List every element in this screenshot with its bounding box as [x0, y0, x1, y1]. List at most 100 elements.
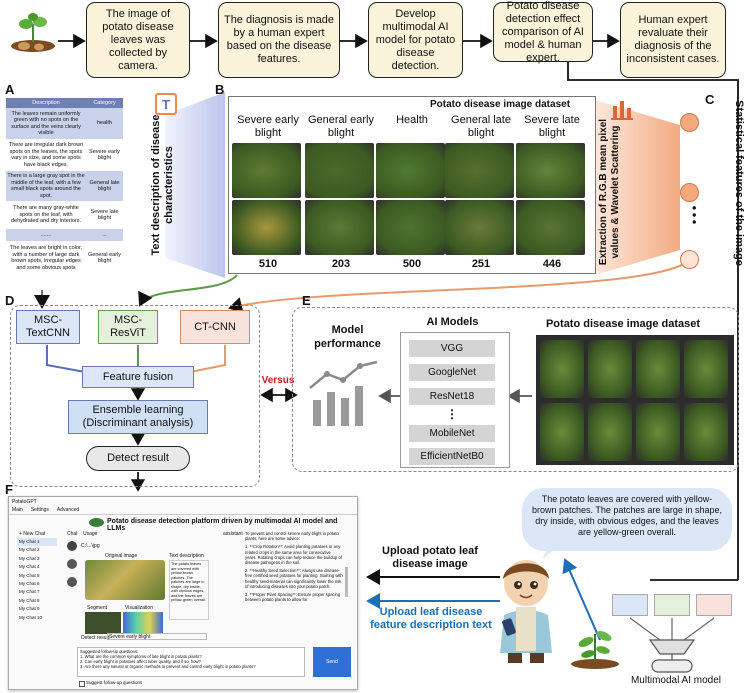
chat-list-item[interactable]: My Chat 2 — [19, 547, 40, 553]
fusion-in-1 — [46, 345, 86, 373]
mm-network-icon — [629, 617, 715, 673]
row-category: Severe early blight — [89, 148, 120, 162]
panel-b-frame — [228, 96, 596, 274]
model-vgg: VGG — [409, 340, 495, 357]
mm-arrow — [562, 558, 601, 641]
suggestion-item[interactable]: 1. What are the common symptoms of late … — [80, 654, 202, 659]
user-avatar — [67, 541, 77, 551]
chat-list-item[interactable]: My Chat 9 — [19, 606, 40, 612]
leaf-image — [445, 143, 514, 198]
header-description: Description — [32, 99, 60, 106]
class-label: Health — [396, 114, 428, 126]
leaf-image — [516, 143, 585, 198]
app-header: Potato disease detection platform driven… — [107, 518, 338, 532]
class-label: General late blight — [451, 114, 511, 139]
ct-cnn-box: CT-CNN — [180, 310, 250, 344]
chat-list-item[interactable]: My Chat 6 — [19, 581, 40, 587]
row-description: The leaves are bright in color, with a n… — [9, 245, 83, 271]
image-to-resvit-arrow — [138, 274, 238, 307]
panel-a-label: A — [5, 82, 15, 97]
potato-plant-icon — [11, 13, 55, 52]
table-row: The leaves are bright in color, with a n… — [6, 241, 123, 275]
new-chat-button[interactable]: + New Chat — [19, 531, 46, 537]
panel-d-label: D — [5, 293, 15, 308]
e-leaf-image — [684, 403, 728, 461]
chat-list-item[interactable]: My Chat 7 — [19, 589, 40, 595]
detect-result-box: Detect result — [86, 446, 190, 471]
model-googlenet: GoogleNet — [409, 364, 495, 381]
suggestions-title: Suggested follow-up questions: — [80, 649, 139, 654]
panel-d-frame — [10, 305, 260, 487]
e-leaf-image — [588, 403, 632, 461]
text-document-icon: T — [155, 93, 177, 115]
class-count: 251 — [471, 258, 491, 270]
performance-chart-icon — [309, 360, 378, 426]
class-label: Severe late blight — [524, 114, 580, 139]
chat-list-item[interactable]: My Chat 5 — [19, 572, 40, 578]
flow-step-comparison: Potato disease detection effect comparis… — [493, 0, 593, 64]
chat-list-item[interactable]: My Chat 10 — [19, 614, 43, 620]
chat-list-item[interactable]: My Chat 8 — [19, 597, 40, 603]
flow-step-develop-model: Develop multimodal AI model for potato d… — [368, 2, 463, 78]
chat-list-item[interactable]: My Chat 1 — [17, 538, 57, 547]
visualization-heatmap — [123, 612, 163, 634]
tab-settings[interactable]: Settings — [30, 507, 49, 513]
table-row: There is a large gray spot in the middle… — [6, 171, 123, 201]
suggestions-box: Suggested follow-up questions: 1. What a… — [77, 647, 305, 677]
mm-input-pink — [696, 594, 732, 616]
versus-label: Versus — [261, 375, 295, 386]
suggestion-item[interactable]: 3. Are there any natural or organic meth… — [80, 664, 256, 669]
e-leaf-image — [636, 403, 680, 461]
scrollbar[interactable] — [345, 567, 348, 597]
msc-textcnn-box: MSC-TextCNN — [16, 310, 80, 344]
mm-label: Multimodal AI model — [630, 675, 722, 686]
class-count: 203 — [331, 258, 351, 270]
suggest-checkbox-label: Suggest follow-up questions — [86, 680, 143, 685]
tab-advanced[interactable]: Advanced — [56, 507, 80, 513]
col-chat: Chat — [67, 531, 78, 537]
answer-intro: To prevent and control severe early blig… — [245, 531, 339, 542]
row-description: There is a large gray spot in the middle… — [7, 173, 85, 199]
suggest-checkbox[interactable] — [79, 681, 85, 687]
app-title: PotatoGPT — [12, 499, 37, 505]
leaf-image — [232, 143, 301, 198]
feature-ellipsis: ● ● ● — [690, 205, 699, 225]
model-ellipsis: ⋮ — [446, 406, 458, 421]
e-leaf-image — [588, 340, 632, 398]
row-category: Severe late blight — [90, 208, 119, 222]
model-mobilenet: MobileNet — [409, 425, 495, 442]
row-category: General late blight — [89, 179, 120, 193]
table-row: There are irregular dark brown spots on … — [6, 139, 123, 171]
leaf-image — [232, 200, 301, 255]
extraction-label: Extraction of R.G.B mean pixel values & … — [598, 118, 621, 266]
text-description-box: The potato leaves are covered with yello… — [169, 560, 209, 620]
fusion-in-3 — [189, 345, 226, 373]
e-leaf-image — [636, 340, 680, 398]
description-table: Description Category The leaves remain u… — [6, 98, 123, 275]
leaf-image — [305, 200, 374, 255]
assistant-label: assistant — [223, 531, 243, 537]
tab-main[interactable]: Main — [12, 507, 23, 513]
suggestion-item[interactable]: 2. Can early blight in potatoes affect t… — [80, 659, 201, 664]
image-fan — [595, 100, 680, 275]
send-button[interactable]: Send — [313, 647, 351, 677]
row-category: ... — [102, 231, 107, 238]
panel-b-title: Potato disease image dataset — [429, 99, 571, 110]
row-description: There are many gray-white spots on the l… — [10, 205, 81, 225]
original-image-label: Original image — [105, 553, 138, 559]
table-row: ....... ... — [6, 229, 123, 241]
panel-c-label: C — [705, 92, 715, 107]
model-resnet18: ResNet18 — [409, 388, 495, 405]
leaf-image — [305, 143, 374, 198]
segment-label: Segment — [87, 605, 108, 611]
leaf-image — [445, 200, 514, 255]
upload-image-label: Upload potato leaf disease image — [382, 545, 478, 570]
chat-list-item[interactable]: My Chat 4 — [19, 564, 40, 570]
detect-result-value: Severe early blight — [107, 633, 207, 640]
e-leaf-image — [684, 340, 728, 398]
chat-list-item[interactable]: My Chat 3 — [19, 555, 40, 561]
table-header: Description Category — [6, 98, 123, 108]
bot-avatar — [67, 577, 77, 587]
